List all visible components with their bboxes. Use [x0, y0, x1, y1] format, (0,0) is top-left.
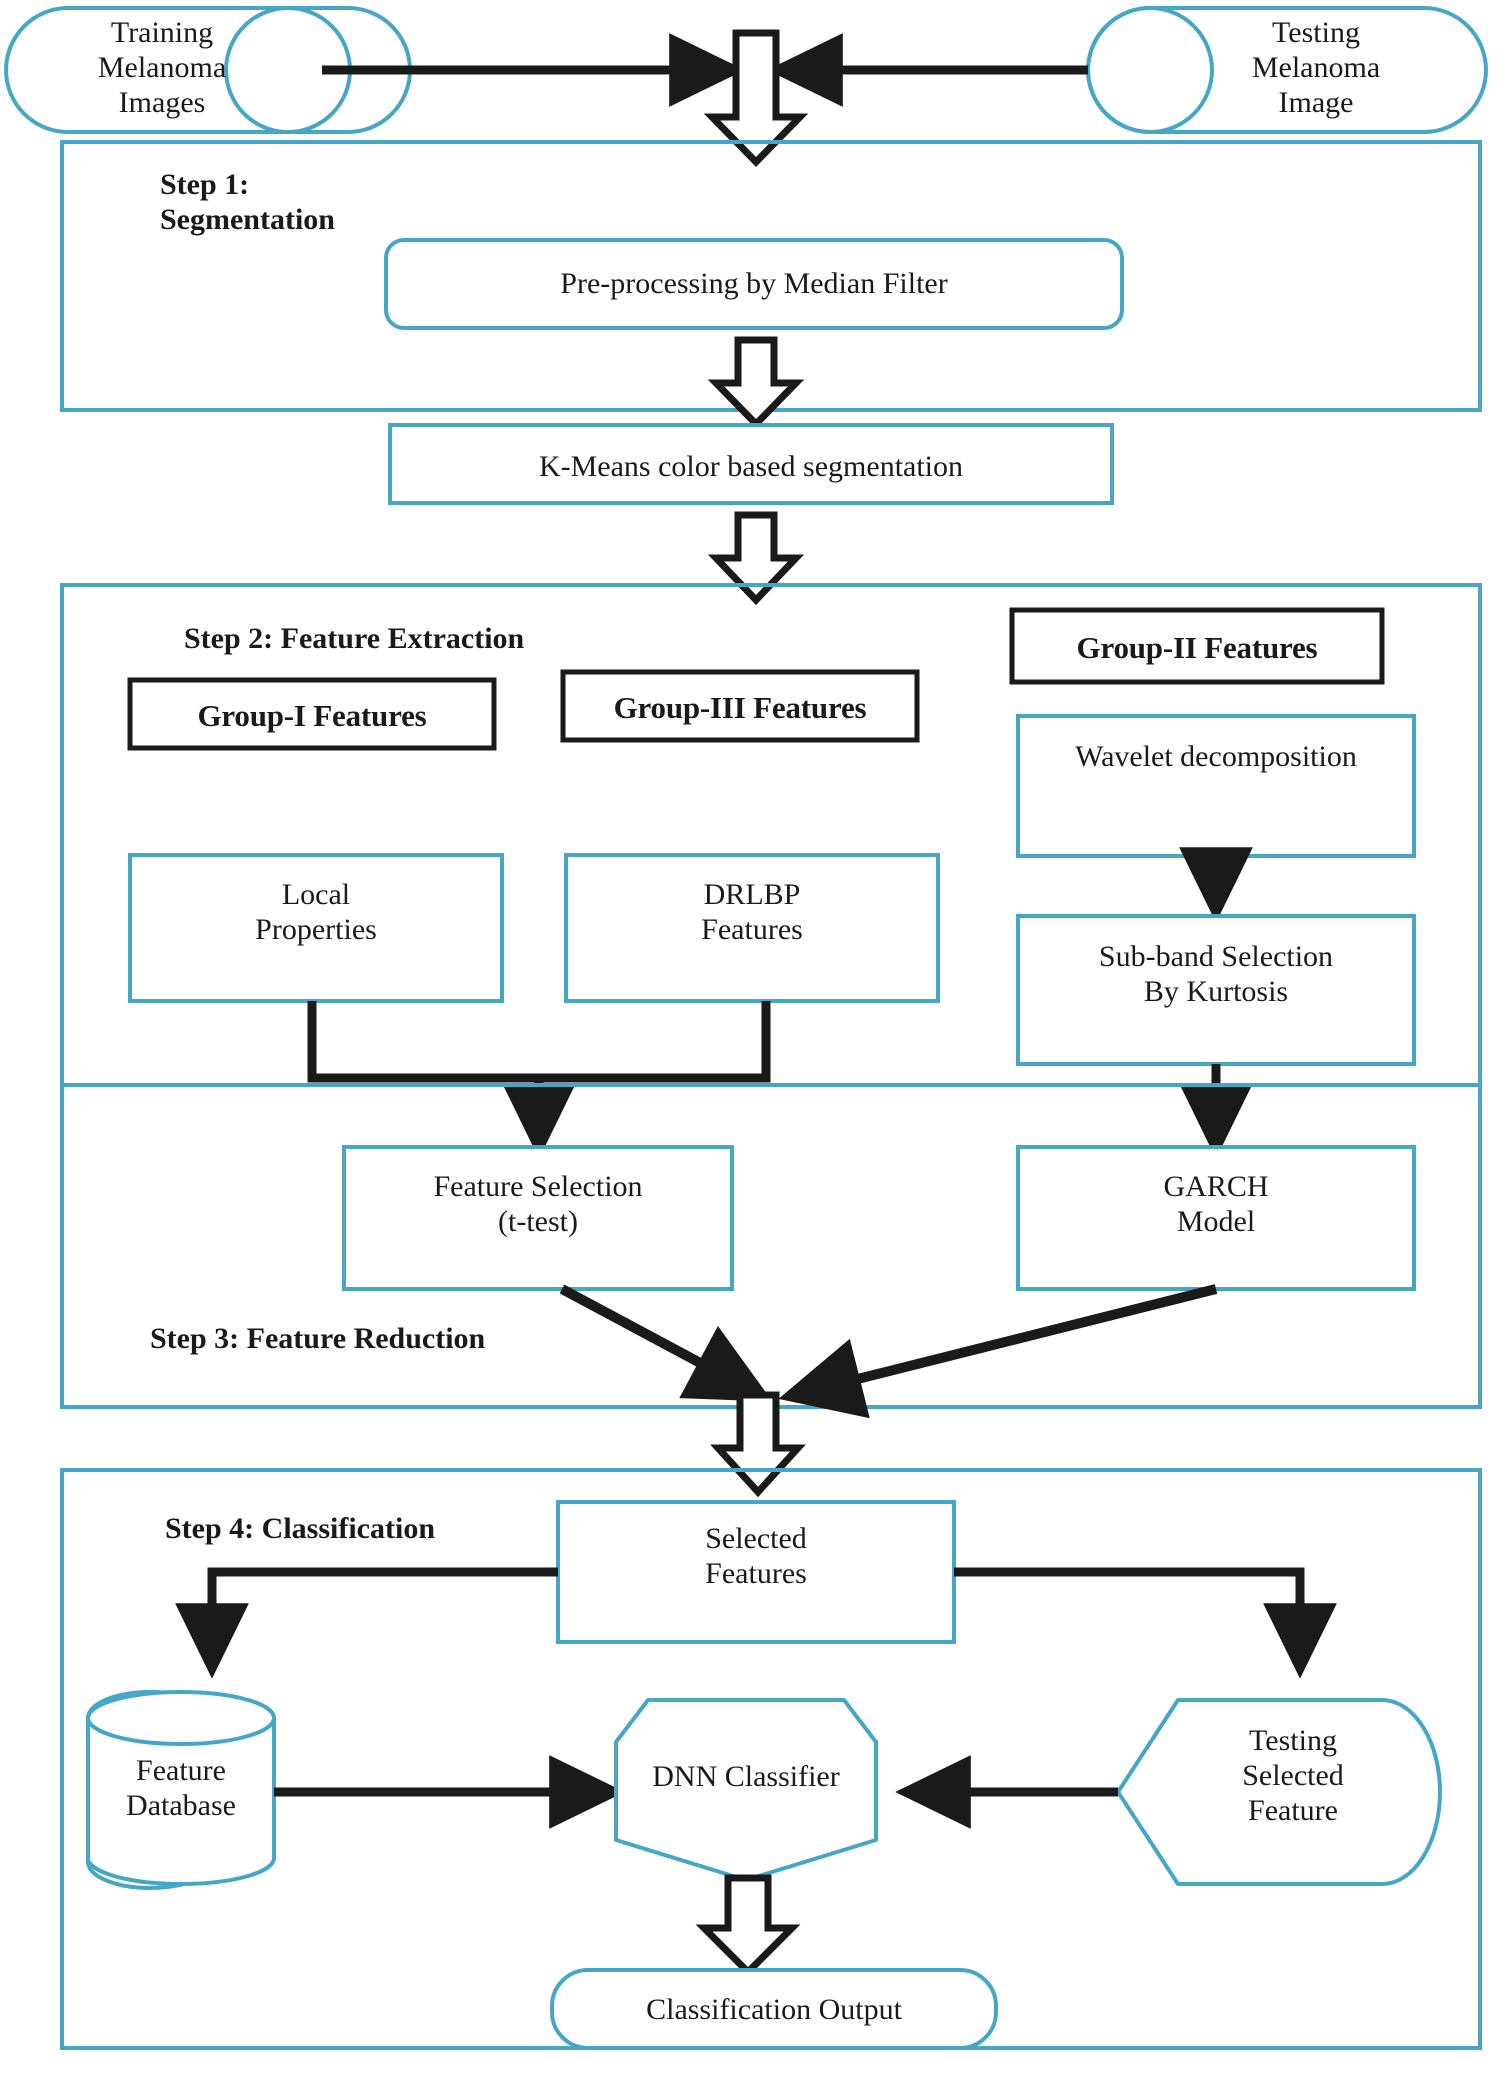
group1-node[interactable] — [130, 680, 494, 748]
arrow-feature-selection-to-merge — [559, 1284, 773, 1402]
hollow-arrow-step1-to-step2 — [707, 511, 805, 606]
preprocessing-node[interactable] — [386, 240, 1122, 328]
branch-right-selected-to-testing — [954, 1567, 1337, 1679]
feature-database-cylinder-body — [86, 1690, 276, 1886]
garch-node[interactable] — [1018, 1147, 1414, 1289]
local-properties-node[interactable] — [130, 855, 502, 1001]
group2-box — [1009, 607, 1385, 685]
group3-box — [560, 669, 920, 743]
drlbp-box — [564, 853, 940, 1003]
subband-node[interactable] — [1018, 916, 1414, 1064]
wavelet-node[interactable] — [1018, 716, 1414, 856]
training-images-node[interactable] — [8, 8, 410, 134]
hollow-arrow-preprocessing-to-kmeans — [707, 336, 805, 430]
local-properties-box — [128, 853, 504, 1003]
dnn-classifier-pentagon — [614, 1698, 878, 1882]
testing-selected-feature-hexagon — [1116, 1698, 1442, 1886]
merge-connector-group1-group3 — [307, 1001, 771, 1083]
hollow-arrow-dnn-to-output — [695, 1874, 801, 1977]
hollow-arrow-to-step1 — [703, 29, 809, 168]
testing-image-cylinder — [1086, 6, 1488, 134]
feature-database-node[interactable] — [88, 1692, 274, 1884]
classification-output-node[interactable] — [552, 1970, 996, 2048]
arrow-garch-to-merge — [778, 1284, 1218, 1419]
subband-box — [1016, 914, 1416, 1066]
dnn-classifier-node[interactable] — [616, 1700, 876, 1880]
preprocessing-box — [384, 238, 1124, 330]
drlbp-node[interactable] — [566, 855, 938, 1001]
kmeans-node[interactable] — [390, 425, 1112, 503]
wavelet-box — [1016, 714, 1416, 858]
selected-features-box — [556, 1500, 956, 1644]
group2-node[interactable] — [1012, 610, 1382, 682]
testing-image-node[interactable] — [1090, 8, 1486, 134]
feature-selection-box — [342, 1145, 734, 1291]
hollow-arrow-step3-to-step4 — [710, 1391, 806, 1498]
testing-selected-feature-node[interactable] — [1118, 1700, 1440, 1884]
feature-selection-node[interactable] — [344, 1147, 732, 1289]
branch-left-selected-to-database — [175, 1567, 558, 1679]
group1-box — [127, 677, 497, 751]
selected-features-node[interactable] — [558, 1502, 954, 1642]
classification-output-box — [550, 1968, 998, 2050]
group3-node[interactable] — [563, 672, 917, 740]
kmeans-box — [388, 423, 1114, 505]
